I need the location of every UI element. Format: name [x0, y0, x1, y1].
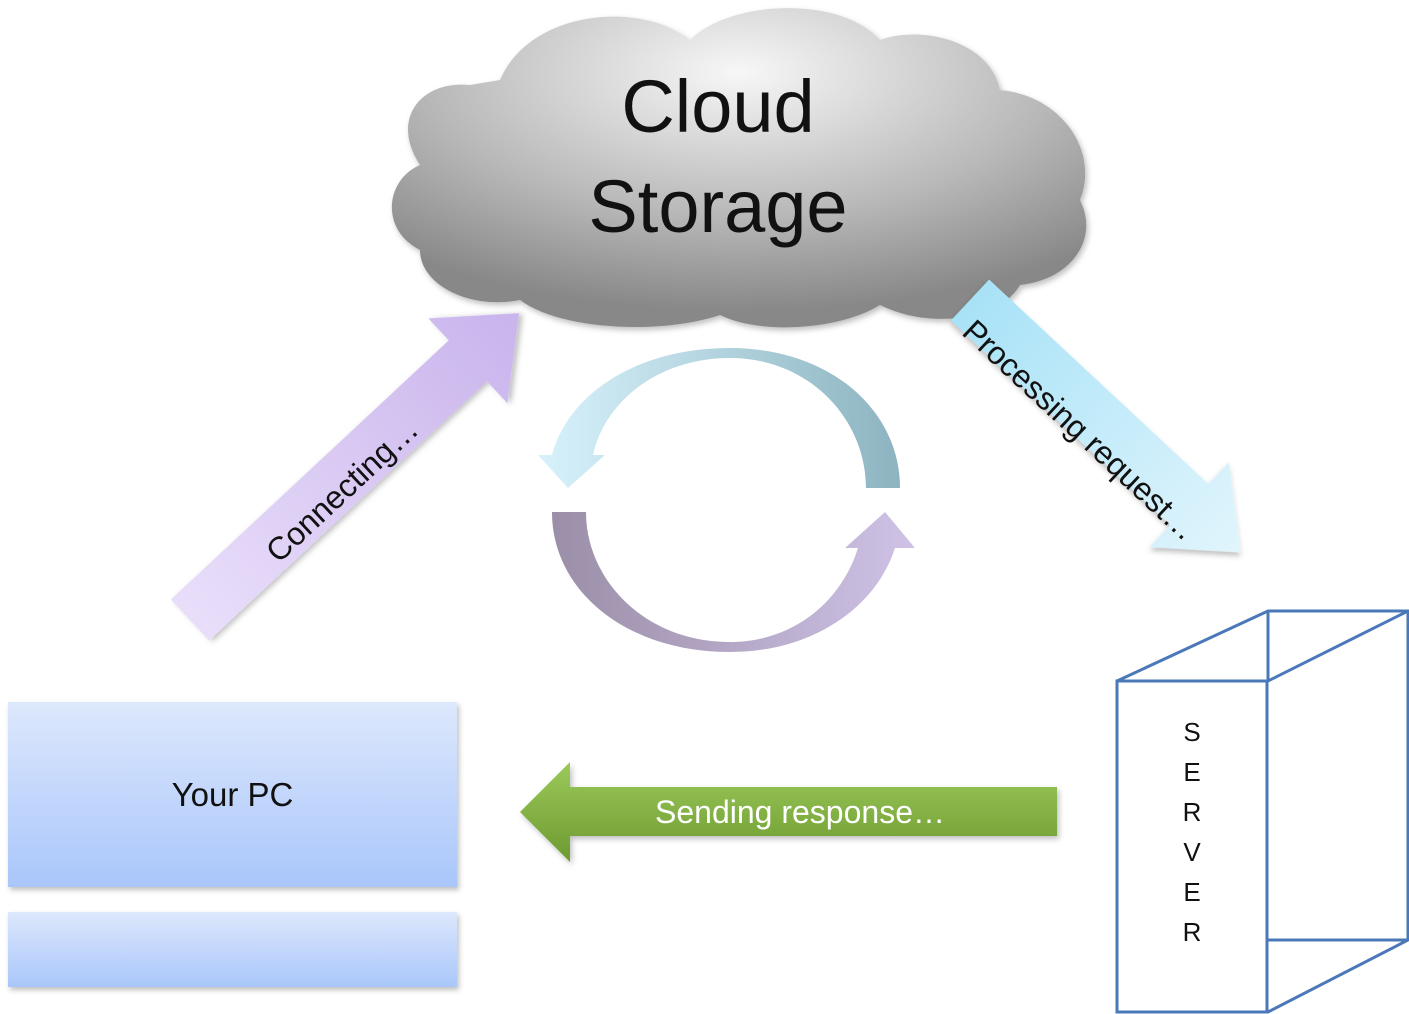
pc-label: Your PC [171, 775, 294, 813]
processing-arrow [950, 279, 1241, 553]
cloud-title-line1: Cloud [621, 65, 814, 148]
server-label: S E R V E R [1172, 712, 1212, 952]
sending-arrow [520, 762, 1057, 862]
cycle-top-arrow [538, 348, 900, 488]
pc-base [8, 912, 457, 987]
cycle-bottom-arrow [552, 512, 915, 652]
server-letter: E [1183, 757, 1201, 787]
sending-arrow-label: Sending response… [655, 794, 945, 830]
processing-arrow-label: Processing request… [956, 313, 1204, 548]
server-letter: R [1182, 797, 1202, 827]
server-letter: S [1183, 717, 1201, 747]
cloud-title-line2: Storage [588, 165, 847, 248]
server-letter: R [1182, 917, 1202, 947]
server-box [1115, 609, 1409, 1014]
connecting-arrow-label: Connecting… [259, 411, 425, 570]
server-letter: V [1183, 837, 1201, 867]
connecting-arrow [170, 313, 520, 641]
cloud-shape [391, 8, 1087, 328]
pc-monitor [8, 702, 457, 887]
server-letter: E [1183, 877, 1201, 907]
